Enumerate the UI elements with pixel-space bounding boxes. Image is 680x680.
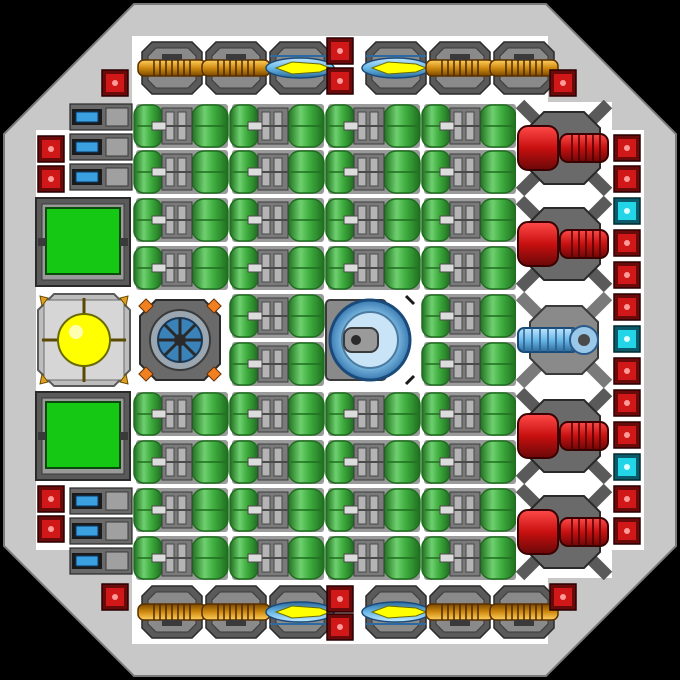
fuel-tank <box>421 150 517 194</box>
green-hatch <box>35 197 131 287</box>
gold-engine <box>137 41 207 95</box>
red-armor-block <box>613 229 641 257</box>
red-armor-block <box>101 583 129 611</box>
fuel-tank <box>133 440 229 484</box>
fuel-tank <box>229 246 325 290</box>
fuel-tank <box>421 294 517 338</box>
fuel-tank <box>229 150 325 194</box>
gold-engine <box>201 41 271 95</box>
red-armor-block <box>37 165 65 193</box>
red-armor-block <box>613 517 641 545</box>
blue-engine <box>265 41 335 95</box>
red-turret <box>515 387 613 485</box>
red-armor-block <box>549 583 577 611</box>
cyan-shield-light <box>613 325 641 353</box>
gold-engine <box>137 585 207 639</box>
red-armor-block <box>613 134 641 162</box>
fuel-tank <box>229 536 325 580</box>
red-armor-block <box>613 261 641 289</box>
fuel-tank <box>229 440 325 484</box>
red-armor-block <box>101 69 129 97</box>
red-turret <box>515 195 613 293</box>
fuel-tank <box>421 104 517 148</box>
red-turret <box>515 483 613 581</box>
blue-thruster <box>69 517 133 545</box>
fuel-tank <box>229 294 325 338</box>
blue-thruster <box>69 487 133 515</box>
fuel-tank <box>421 488 517 532</box>
gold-engine <box>489 585 559 639</box>
fuel-tank <box>325 104 421 148</box>
fuel-tank <box>133 488 229 532</box>
fuel-tank <box>229 342 325 386</box>
blue-thruster <box>69 133 133 161</box>
fuel-tank <box>133 150 229 194</box>
fuel-tank <box>421 342 517 386</box>
green-hatch <box>35 391 131 481</box>
red-armor-block <box>37 485 65 513</box>
cyan-shield-light <box>613 453 641 481</box>
fuel-tank <box>133 392 229 436</box>
gold-engine <box>201 585 271 639</box>
red-armor-block <box>613 485 641 513</box>
fuel-tank <box>133 246 229 290</box>
ion-cannon <box>515 291 613 389</box>
red-armor-block <box>549 69 577 97</box>
gold-engine <box>489 41 559 95</box>
red-armor-block <box>37 135 65 163</box>
fuel-tank <box>421 536 517 580</box>
fuel-tank <box>325 536 421 580</box>
cockpit-dome <box>325 294 418 386</box>
blue-thruster <box>69 103 133 131</box>
red-armor-block <box>613 357 641 385</box>
fuel-tank <box>133 198 229 242</box>
fuel-tank <box>421 198 517 242</box>
gyroscope <box>136 296 224 384</box>
fuel-tank <box>421 246 517 290</box>
fuel-tank <box>325 488 421 532</box>
fuel-tank <box>421 440 517 484</box>
fuel-tank <box>229 392 325 436</box>
cyan-shield-light <box>613 197 641 225</box>
red-armor-block <box>326 585 354 613</box>
red-armor-block <box>613 165 641 193</box>
fuel-tank <box>133 104 229 148</box>
gold-engine <box>425 41 495 95</box>
red-armor-block <box>613 389 641 417</box>
blue-thruster <box>69 547 133 575</box>
fuel-tank <box>229 488 325 532</box>
blue-thruster <box>69 163 133 191</box>
fuel-tank <box>133 536 229 580</box>
blue-engine <box>361 585 431 639</box>
red-turret <box>515 99 613 197</box>
blue-engine <box>265 585 335 639</box>
red-armor-block <box>326 37 354 65</box>
fuel-tank <box>325 246 421 290</box>
red-armor-block <box>37 515 65 543</box>
red-armor-block <box>326 613 354 641</box>
fuel-tank <box>421 392 517 436</box>
fuel-tank <box>229 198 325 242</box>
fuel-tank <box>325 150 421 194</box>
fuel-tank <box>325 198 421 242</box>
reactor-core <box>37 293 131 387</box>
red-armor-block <box>613 421 641 449</box>
red-armor-block <box>613 293 641 321</box>
modules-layer <box>35 37 641 641</box>
fuel-tank <box>325 440 421 484</box>
fuel-tank <box>229 104 325 148</box>
red-armor-block <box>326 67 354 95</box>
gold-engine <box>425 585 495 639</box>
fuel-tank <box>325 392 421 436</box>
blue-engine <box>361 41 431 95</box>
